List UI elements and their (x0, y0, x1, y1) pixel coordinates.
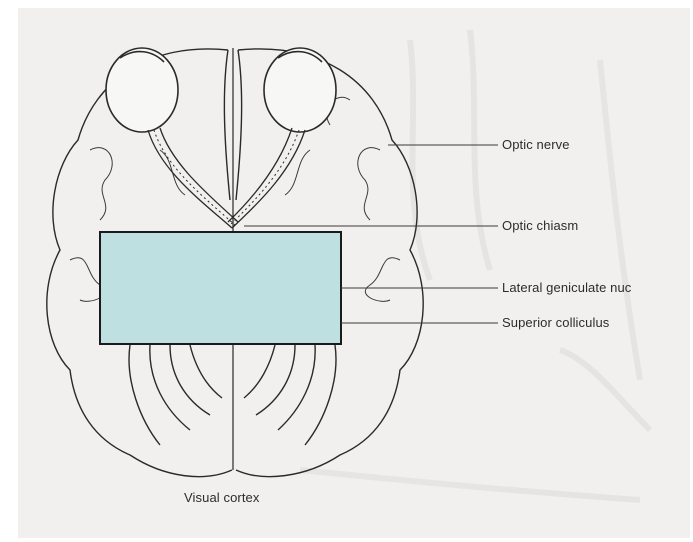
label-optic-nerve: Optic nerve (502, 137, 570, 152)
label-superior-colliculus: Superior colliculus (502, 315, 609, 330)
optic-nerves (148, 128, 305, 228)
occluding-box (100, 232, 341, 344)
background-texture (300, 30, 650, 500)
label-lateral-geniculate: Lateral geniculate nuc (502, 280, 631, 295)
label-visual-cortex: Visual cortex (184, 490, 260, 505)
left-eye (106, 48, 178, 132)
right-eye (264, 48, 336, 132)
label-optic-chiasm: Optic chiasm (502, 218, 578, 233)
